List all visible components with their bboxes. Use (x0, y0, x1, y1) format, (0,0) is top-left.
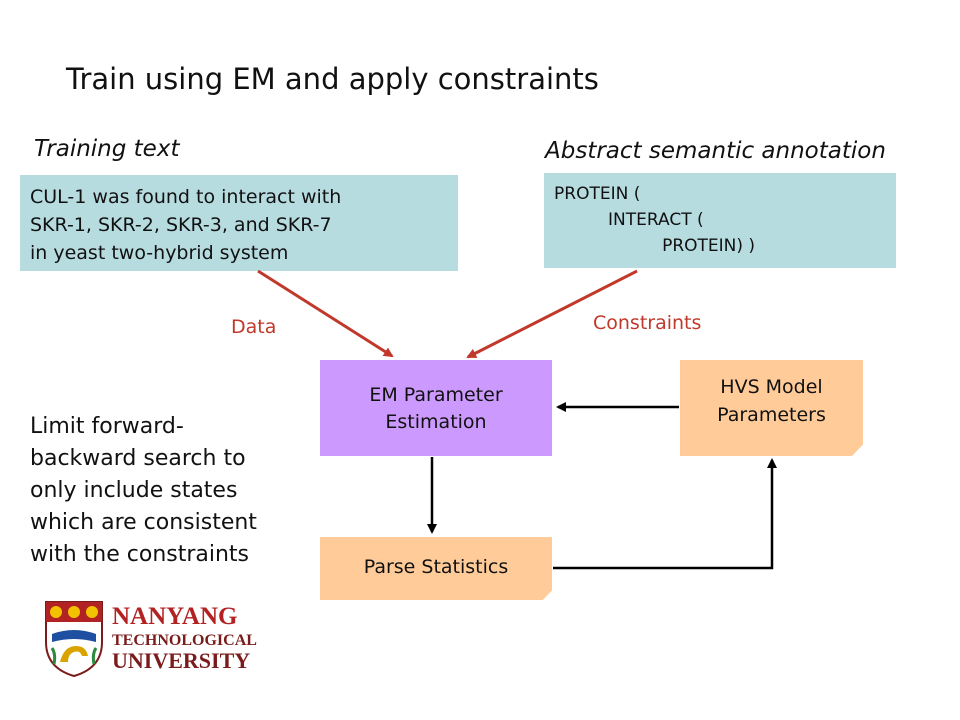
limit-search-note: Limit forward- backward search to only i… (30, 411, 310, 571)
constraints-arrow-label: Constraints (593, 312, 702, 334)
training-text-line: CUL-1 was found to interact with (30, 186, 342, 208)
hvs-box-line: Parameters (717, 404, 826, 426)
hvs-model-parameters-box: HVS Model Parameters (680, 360, 863, 456)
note-line: Limit forward- (30, 414, 184, 439)
em-box-line: EM Parameter (369, 384, 503, 406)
training-text-line: SKR-1, SKR-2, SKR-3, and SKR-7 (30, 214, 332, 236)
annotation-label: Abstract semantic annotation (545, 138, 886, 164)
hvs-box-line: HVS Model (720, 376, 823, 398)
parse-statistics-box: Parse Statistics (320, 537, 552, 600)
slide-title: Train using EM and apply constraints (66, 62, 599, 96)
annotation-line: INTERACT ( (554, 210, 704, 230)
data-arrow-label: Data (231, 316, 277, 338)
note-line: which are consistent (30, 510, 257, 535)
data-arrow (257, 269, 394, 358)
training-text-label: Training text (34, 136, 180, 162)
em-box-line: Estimation (385, 411, 487, 433)
annotation-line: PROTEIN ( (554, 184, 641, 204)
training-text-box: CUL-1 was found to interact with SKR-1, … (20, 175, 458, 271)
training-text-line: in yeast two-hybrid system (30, 242, 289, 264)
parse-to-hvs-arrow (553, 458, 777, 570)
logo-line-1: NANYANG (112, 603, 237, 630)
annotation-box: PROTEIN ( INTERACT ( PROTEIN) ) (544, 173, 896, 268)
lion-icon (60, 646, 88, 662)
ntu-logo: NANYANG TECHNOLOGICAL UNIVERSITY (45, 601, 257, 678)
note-line: with the constraints (30, 542, 250, 567)
note-line: backward search to (30, 446, 246, 471)
em-parameter-estimation-box: EM Parameter Estimation (320, 360, 552, 456)
logo-line-2: TECHNOLOGICAL (112, 632, 257, 649)
note-line: only include states (30, 478, 238, 503)
annotation-line: PROTEIN) ) (554, 236, 756, 256)
logo-line-3: UNIVERSITY (112, 648, 250, 673)
